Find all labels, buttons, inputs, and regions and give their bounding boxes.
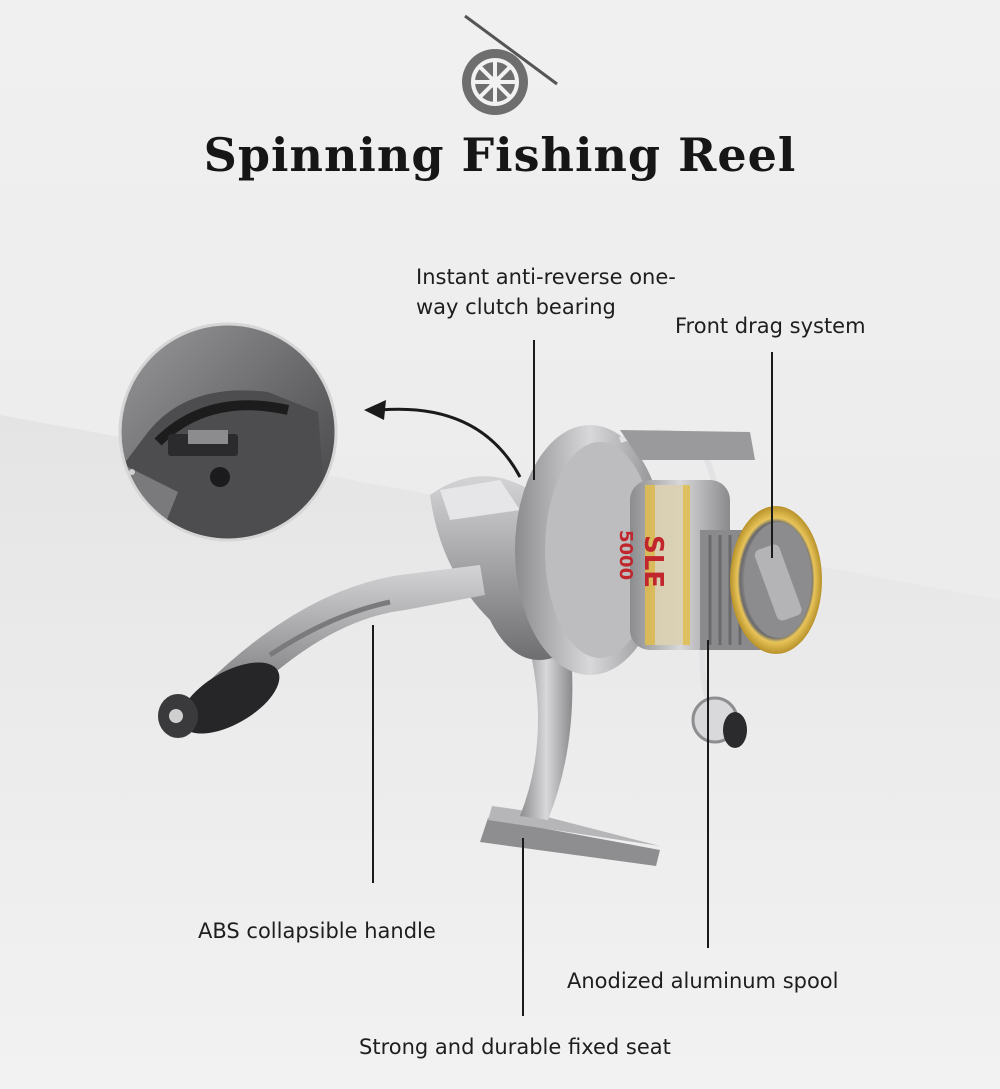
callout-drag: Front drag system bbox=[675, 314, 866, 338]
leader-line-handle bbox=[372, 625, 374, 883]
callout-spool: Anodized aluminum spool bbox=[567, 969, 839, 993]
fishing-reel-icon bbox=[462, 14, 558, 115]
leader-line-bearing bbox=[533, 340, 535, 480]
callout-bearing: Instant anti-reverse one-way clutch bear… bbox=[416, 265, 676, 319]
callout-handle: ABS collapsible handle bbox=[198, 919, 436, 943]
leader-line-seat bbox=[522, 838, 524, 1016]
leader-line-drag bbox=[771, 352, 773, 558]
reel-model-text: SLE bbox=[638, 535, 668, 588]
leader-line-spool bbox=[707, 640, 709, 948]
spinning-reel-illustration: SLE 5000 bbox=[158, 425, 822, 866]
arrow-icon bbox=[364, 400, 522, 478]
bearing-detail-zoom bbox=[118, 322, 338, 542]
reel-size-text: 5000 bbox=[615, 530, 636, 580]
page-title: Spinning Fishing Reel bbox=[203, 128, 797, 182]
callout-seat: Strong and durable fixed seat bbox=[359, 1035, 671, 1059]
